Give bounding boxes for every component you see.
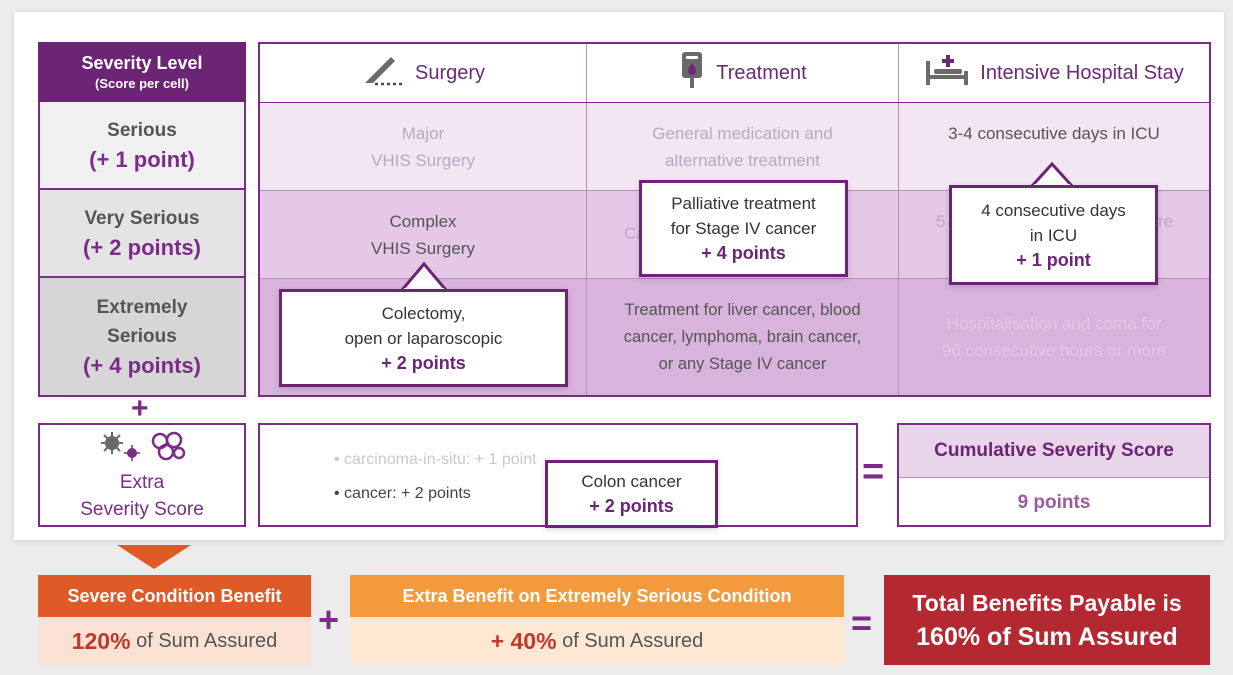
row-label-text: Extremely bbox=[96, 297, 188, 318]
equals-sign: = bbox=[851, 602, 873, 643]
row-label-extremely-serious: Extremely Serious (+ 4 points) bbox=[38, 278, 246, 397]
cell-text: 3-4 consecutive days in ICU bbox=[948, 123, 1160, 143]
arrow-down-icon bbox=[117, 545, 191, 569]
cell-text: VHIS Surgery bbox=[371, 238, 475, 258]
extra-benefit-rest: of Sum Assured bbox=[556, 629, 704, 652]
cell-extremely-serious-treatment: Treatment for liver cancer, blood cancer… bbox=[587, 279, 898, 395]
treatment-title: Treatment bbox=[716, 61, 807, 84]
cell-text: Treatment for liver cancer, blood bbox=[624, 300, 861, 319]
callout-points: + 2 points bbox=[381, 352, 466, 373]
total-benefits-line2: 160% of Sum Assured bbox=[916, 623, 1178, 651]
surgery-title: Surgery bbox=[414, 61, 486, 84]
severe-condition-benefit-box: Severe Condition Benefit 120% of Sum Ass… bbox=[38, 575, 311, 665]
callout-text: in ICU bbox=[1029, 225, 1078, 245]
virus-icon bbox=[98, 431, 144, 469]
cell-extremely-serious-stay: Hospitalisation and coma for 96 consecut… bbox=[899, 279, 1209, 395]
row-label-text: Serious bbox=[107, 326, 177, 347]
list-item-text: carcinoma-in-situ: + 1 point bbox=[344, 451, 537, 468]
cell-text: Major bbox=[401, 123, 445, 143]
cell-text: Complex bbox=[389, 211, 457, 231]
row-label-text: Very Serious bbox=[84, 208, 200, 229]
column-header-treatment: Treatment bbox=[587, 44, 898, 102]
score-per-cell-note: (Score per cell) bbox=[95, 76, 189, 91]
cumulative-severity-score-box: Cumulative Severity Score 9 points bbox=[897, 423, 1211, 527]
callout-text: for Stage IV cancer bbox=[670, 219, 817, 238]
callout-text: Colon cancer bbox=[581, 472, 682, 491]
row-label-serious: Serious (+ 1 point) bbox=[38, 102, 246, 190]
row-points: (+ 4 points) bbox=[83, 353, 201, 378]
list-item-text: cancer: + 2 points bbox=[344, 485, 471, 502]
cumulative-value: 9 points bbox=[1017, 492, 1091, 513]
extra-benefit-pct: + 40% bbox=[490, 627, 557, 654]
extra-severity-score-box: Extra Severity Score bbox=[38, 423, 246, 527]
callout-colon-cancer: Colon cancer + 2 points bbox=[545, 460, 718, 528]
extra-benefit-title: Extra Benefit on Extremely Serious Condi… bbox=[350, 575, 844, 617]
plus-sign: + bbox=[318, 599, 340, 640]
callout-points: + 4 points bbox=[701, 243, 786, 263]
list-item: • cancer: + 2 points bbox=[334, 485, 471, 502]
cell-text: General medication and bbox=[652, 123, 833, 143]
total-benefits-box: Total Benefits Payable is 160% of Sum As… bbox=[884, 575, 1210, 665]
cell-text: 96 consecutive hours or more bbox=[942, 341, 1166, 360]
grid-divider bbox=[586, 44, 587, 395]
column-header-surgery: Surgery bbox=[260, 44, 586, 102]
cumulative-title: Cumulative Severity Score bbox=[899, 425, 1209, 478]
extra-label: Extra bbox=[119, 472, 165, 493]
callout-text: Colectomy, bbox=[381, 303, 466, 323]
callout-points: + 2 points bbox=[589, 496, 674, 516]
extra-benefit-box: Extra Benefit on Extremely Serious Condi… bbox=[350, 575, 844, 665]
list-item: • carcinoma-in-situ: + 1 point bbox=[334, 451, 537, 468]
severe-condition-title: Severe Condition Benefit bbox=[38, 575, 311, 617]
callout-points: + 1 point bbox=[1016, 249, 1091, 270]
callout-palliative-treatment: Palliative treatment for Stage IV cancer… bbox=[639, 180, 848, 277]
cell-very-serious-stay-right: re bbox=[1158, 212, 1174, 231]
cells-icon bbox=[150, 431, 186, 469]
extra-label: Severity Score bbox=[80, 499, 204, 520]
iv-bag-icon bbox=[678, 50, 706, 96]
callout-text: 4 consecutive days bbox=[981, 200, 1126, 220]
row-label-very-serious: Very Serious (+ 2 points) bbox=[38, 190, 246, 278]
cell-text: Hospitalisation and coma for bbox=[946, 314, 1162, 333]
grid-divider bbox=[260, 102, 1209, 103]
cell-serious-surgery: Major VHIS Surgery bbox=[260, 103, 586, 190]
severity-level-header: Severity Level (Score per cell) bbox=[38, 42, 246, 102]
cell-text: alternative treatment bbox=[665, 150, 820, 170]
extra-benefit-value: + 40% of Sum Assured bbox=[350, 617, 844, 665]
severity-level-title: Severity Level bbox=[81, 53, 203, 73]
equals-sign: = bbox=[862, 451, 885, 493]
column-header-hospital-stay: Intensive Hospital Stay bbox=[899, 44, 1209, 102]
callout-text: Palliative treatment bbox=[671, 194, 816, 213]
callout-text: open or laparoscopic bbox=[344, 328, 503, 348]
cell-very-serious-surgery: Complex VHIS Surgery bbox=[260, 191, 586, 278]
row-points: (+ 2 points) bbox=[83, 235, 201, 260]
callout-colectomy: Colectomy, open or laparoscopic + 2 poin… bbox=[279, 289, 568, 387]
severe-condition-pct: 120% bbox=[71, 627, 131, 654]
hospital-bed-icon bbox=[924, 53, 970, 93]
row-label-text: Serious bbox=[107, 120, 177, 141]
cell-serious-treatment: General medication and alternative treat… bbox=[587, 103, 898, 190]
severe-condition-value: 120% of Sum Assured bbox=[38, 617, 311, 665]
cell-text: cancer, lymphoma, brain cancer, bbox=[623, 327, 862, 346]
cell-very-serious-stay-left: 5 bbox=[936, 212, 946, 231]
cell-text: VHIS Surgery bbox=[371, 150, 475, 170]
cell-serious-stay: 3-4 consecutive days in ICU bbox=[899, 103, 1209, 163]
extra-icons bbox=[40, 431, 244, 469]
grid-divider bbox=[260, 278, 1209, 279]
plus-sign: + bbox=[131, 392, 149, 425]
scalpel-icon bbox=[361, 53, 405, 93]
row-points: (+ 1 point) bbox=[89, 147, 195, 172]
callout-icu: 4 consecutive days in ICU + 1 point bbox=[949, 185, 1158, 285]
total-benefits-line1: Total Benefits Payable is bbox=[912, 590, 1182, 616]
severe-condition-rest: of Sum Assured bbox=[130, 629, 278, 652]
grid-divider bbox=[898, 44, 899, 395]
hospital-stay-title: Intensive Hospital Stay bbox=[980, 61, 1184, 84]
cell-text: or any Stage IV cancer bbox=[658, 354, 827, 373]
